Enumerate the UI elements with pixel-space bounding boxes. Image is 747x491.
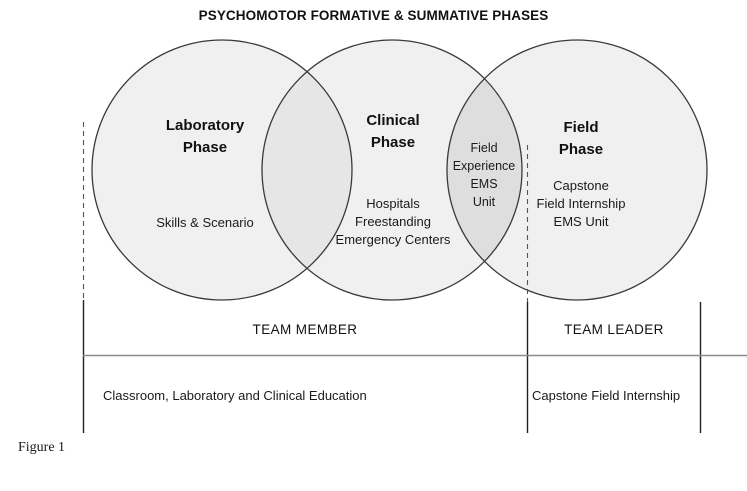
field-labels: Field Phase Capstone Field Internship EM…: [537, 119, 626, 229]
laboratory-circle-outline: [91, 39, 353, 301]
team-member-label: TEAM MEMBER: [253, 322, 358, 337]
clinical-title-line2: Phase: [371, 134, 415, 151]
field-body-line-3: EMS Unit: [554, 214, 609, 229]
education-left-label: Classroom, Laboratory and Clinical Educa…: [103, 388, 367, 403]
clinical-body-line-2: Freestanding: [355, 214, 431, 229]
figure-caption: Figure 1: [18, 440, 66, 455]
laboratory-labels: Laboratory Phase Skills & Scenario: [156, 117, 254, 230]
lens-line-4: Unit: [473, 195, 496, 209]
circle-fills: [92, 40, 707, 300]
overlap-lens-labels: Field Experience EMS Unit: [453, 141, 516, 209]
lens-line-3: EMS: [470, 177, 497, 191]
laboratory-body-line-1: Skills & Scenario: [156, 215, 254, 230]
circle-outlines: [91, 39, 708, 301]
lab-clinical-overlap: [262, 40, 352, 300]
field-body-line-2: Field Internship: [537, 196, 626, 211]
lens-line-1: Field: [470, 141, 497, 155]
clinical-body-line-3: Emergency Centers: [336, 232, 451, 247]
team-leader-label: TEAM LEADER: [564, 322, 664, 337]
field-circle-fill: [447, 40, 707, 300]
field-circle-outline: [446, 39, 708, 301]
clinical-body-line-1: Hospitals: [366, 196, 420, 211]
field-body-line-1: Capstone: [553, 178, 609, 193]
clinical-labels: Clinical Phase Hospitals Freestanding Em…: [336, 112, 451, 247]
laboratory-title-line2: Phase: [183, 139, 227, 156]
field-title-line2: Phase: [559, 141, 603, 158]
laboratory-title-line1: Laboratory: [166, 117, 245, 134]
lens-line-2: Experience: [453, 159, 516, 173]
field-title-line1: Field: [563, 119, 598, 136]
clinical-title-line1: Clinical: [366, 112, 419, 129]
clinical-circle-outline: [261, 39, 523, 301]
education-right-label: Capstone Field Internship: [532, 388, 680, 403]
page-title: PSYCHOMOTOR FORMATIVE & SUMMATIVE PHASES: [198, 8, 549, 23]
